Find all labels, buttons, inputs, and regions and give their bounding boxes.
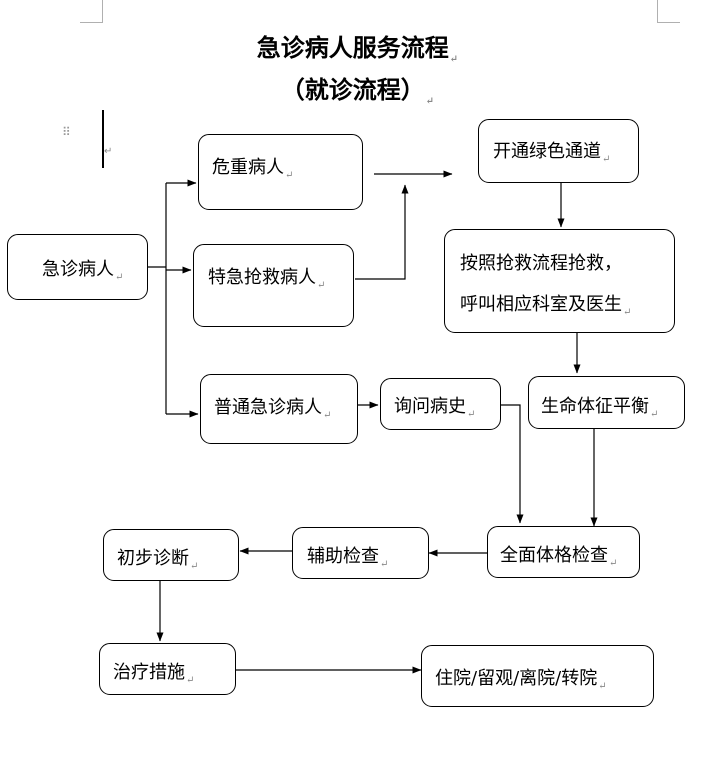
paragraph-mark: ↵: [317, 279, 326, 291]
paragraph-mark: ↵: [115, 271, 124, 283]
node-label: 全面体格检查: [500, 545, 608, 566]
node-label: 急诊病人: [42, 259, 114, 280]
page-corner-mark-right: [657, 0, 680, 23]
node-label: 特急抢救病人: [208, 267, 316, 288]
paragraph-mark: ↵: [285, 169, 294, 181]
node-label: 普通急诊病人: [214, 397, 322, 418]
paragraph-mark: ↵: [190, 560, 199, 572]
node-label: 危重病人: [212, 157, 284, 178]
page-corner-mark-left: [80, 0, 103, 23]
node-full-exam: 全面体格检查↵: [487, 526, 640, 578]
node-vital-signs: 生命体征平衡↵: [528, 376, 685, 429]
node-label: 生命体征平衡: [541, 396, 649, 417]
paragraph-mark: ↵: [623, 306, 632, 318]
node-label: 辅助检查: [307, 546, 379, 567]
paragraph-mark: ↵: [650, 408, 659, 420]
title-line-1: 急诊病人服务流程↵: [0, 28, 715, 65]
node-super-critical-patient: 特急抢救病人↵: [193, 244, 354, 327]
paragraph-mark: ↵: [104, 146, 113, 157]
node-critical-patient: 危重病人↵: [198, 134, 363, 210]
node-aux-exam: 辅助检查↵: [292, 527, 429, 579]
node-emergency-patient: 急诊病人↵: [7, 234, 148, 300]
node-rescue-procedure: 按照抢救流程抢救， 呼叫相应科室及医生↵: [444, 229, 675, 333]
node-treatment: 治疗措施↵: [99, 643, 236, 695]
title-line-2: （就诊流程）↵: [0, 70, 715, 107]
paragraph-mark: ↵: [449, 53, 459, 65]
node-label: 住院/留观/离院/转院: [435, 668, 598, 689]
node-ask-history: 询问病史↵: [380, 378, 501, 430]
text-cursor: [102, 110, 104, 168]
node-label-line-1: 按照抢救流程抢救，: [460, 253, 622, 274]
node-initial-diagnosis: 初步诊断↵: [103, 529, 239, 581]
node-ordinary-patient: 普通急诊病人↵: [200, 374, 358, 444]
move-handle-icon[interactable]: ⠿: [62, 125, 72, 139]
node-label: 初步诊断: [117, 548, 189, 569]
node-label-line-2: 呼叫相应科室及医生: [460, 294, 622, 315]
paragraph-mark: ↵: [467, 408, 476, 420]
subtitle-text: （就诊流程）: [280, 75, 425, 104]
node-label: 治疗措施: [113, 662, 185, 683]
paragraph-mark: ↵: [602, 153, 611, 165]
node-green-channel: 开通绿色通道↵: [478, 119, 639, 183]
node-label: 开通绿色通道: [493, 141, 601, 162]
paragraph-mark: ↵: [609, 557, 618, 569]
title-text: 急诊病人服务流程: [256, 33, 449, 62]
node-label: 询问病史: [394, 396, 466, 417]
paragraph-mark: ↵: [380, 558, 389, 570]
paragraph-mark: ↵: [425, 95, 435, 107]
paragraph-mark: ↵: [186, 674, 195, 686]
node-outcome: 住院/留观/离院/转院↵: [421, 645, 654, 707]
paragraph-mark: ↵: [323, 409, 332, 421]
paragraph-mark: ↵: [598, 680, 607, 692]
